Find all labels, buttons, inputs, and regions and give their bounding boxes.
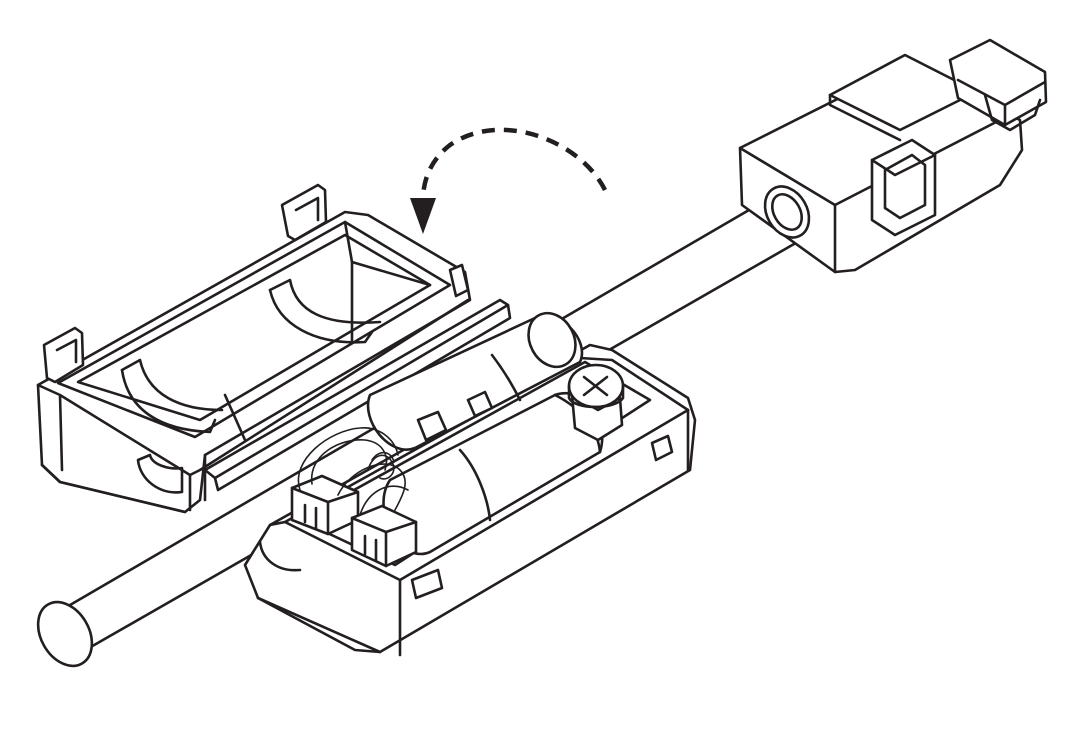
terminal-blocks xyxy=(290,427,418,568)
screw xyxy=(567,363,625,442)
connector xyxy=(738,38,1048,274)
close-arrow xyxy=(410,127,608,234)
battery-box-lid xyxy=(36,183,512,514)
